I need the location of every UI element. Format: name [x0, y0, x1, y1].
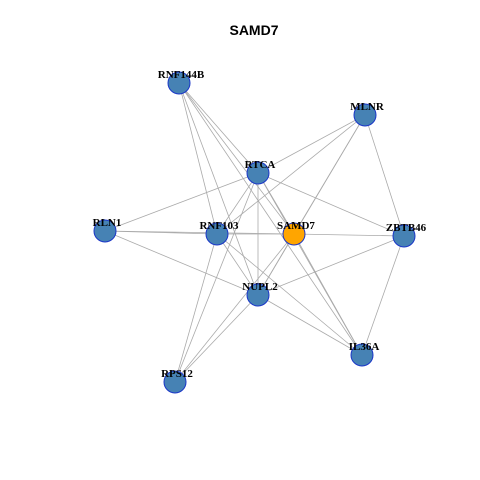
edge-zbtb46-nupl2 — [257, 235, 405, 296]
node-label-rnf103: RNF103 — [199, 220, 239, 232]
node-label-rnf144b: RNF144B — [158, 69, 205, 81]
node-rnf144b[interactable] — [167, 71, 191, 95]
node-label-rtca: RTCA — [245, 159, 276, 171]
node-label-mlnr: MLNR — [350, 101, 385, 113]
edge-rnf144b-rtca — [178, 82, 259, 174]
label-layer: SAMD7 RNF144B MLNR RTCA RLN1 RNF103 ZBTB46NUPL… — [93, 69, 427, 380]
node-rln1[interactable] — [93, 219, 117, 243]
edge-samd7-nupl2 — [257, 233, 295, 296]
edge-mlnr-zbtb46 — [364, 114, 405, 237]
node-mlnr[interactable] — [353, 103, 377, 127]
edge-rnf103-rps12 — [174, 233, 218, 383]
edge-samd7-rps12 — [174, 233, 295, 383]
edge-nupl2-il36a — [257, 294, 363, 356]
edge-rtca-zbtb46 — [257, 172, 405, 237]
node-rtca[interactable] — [246, 161, 270, 185]
node-label-rps12: RPS12 — [161, 368, 193, 380]
edge-rtca-rnf103 — [216, 172, 259, 235]
node-rps12[interactable] — [163, 370, 187, 394]
edge-rln1-samd7 — [104, 230, 295, 235]
graph-title: SAMD7 — [229, 22, 278, 38]
edge-rnf144b-samd7 — [178, 82, 295, 235]
node-zbtb46[interactable] — [392, 224, 416, 248]
edge-layer — [104, 82, 405, 383]
edge-mlnr-rtca — [257, 114, 366, 174]
node-label-rln1: RLN1 — [93, 217, 122, 229]
node-nupl2[interactable] — [246, 283, 270, 307]
edge-rnf144b-nupl2 — [178, 82, 259, 296]
node-label-nupl2: NUPL2 — [242, 281, 278, 293]
node-label-il36a: IL36A — [349, 341, 380, 353]
edge-nupl2-rps12 — [174, 294, 259, 383]
edge-rtca-rln1 — [104, 172, 259, 232]
edge-rnf144b-il36a — [178, 82, 363, 356]
edge-samd7-zbtb46 — [293, 233, 405, 237]
edge-rnf103-il36a — [216, 233, 363, 356]
node-rnf103[interactable] — [205, 222, 229, 246]
edge-samd7-il36a — [293, 233, 363, 356]
node-layer — [93, 71, 416, 394]
node-label-samd7: SAMD7 — [277, 220, 315, 232]
node-label-zbtb46: ZBTB46 — [386, 222, 427, 234]
edge-rnf144b-rnf103 — [178, 82, 218, 235]
edge-zbtb46-il36a — [361, 235, 405, 356]
edge-rln1-nupl2 — [104, 230, 259, 296]
node-samd7[interactable] — [282, 222, 306, 246]
node-il36a[interactable] — [350, 343, 374, 367]
edge-mlnr-rnf103 — [216, 114, 366, 235]
edge-rnf103-nupl2 — [216, 233, 259, 296]
